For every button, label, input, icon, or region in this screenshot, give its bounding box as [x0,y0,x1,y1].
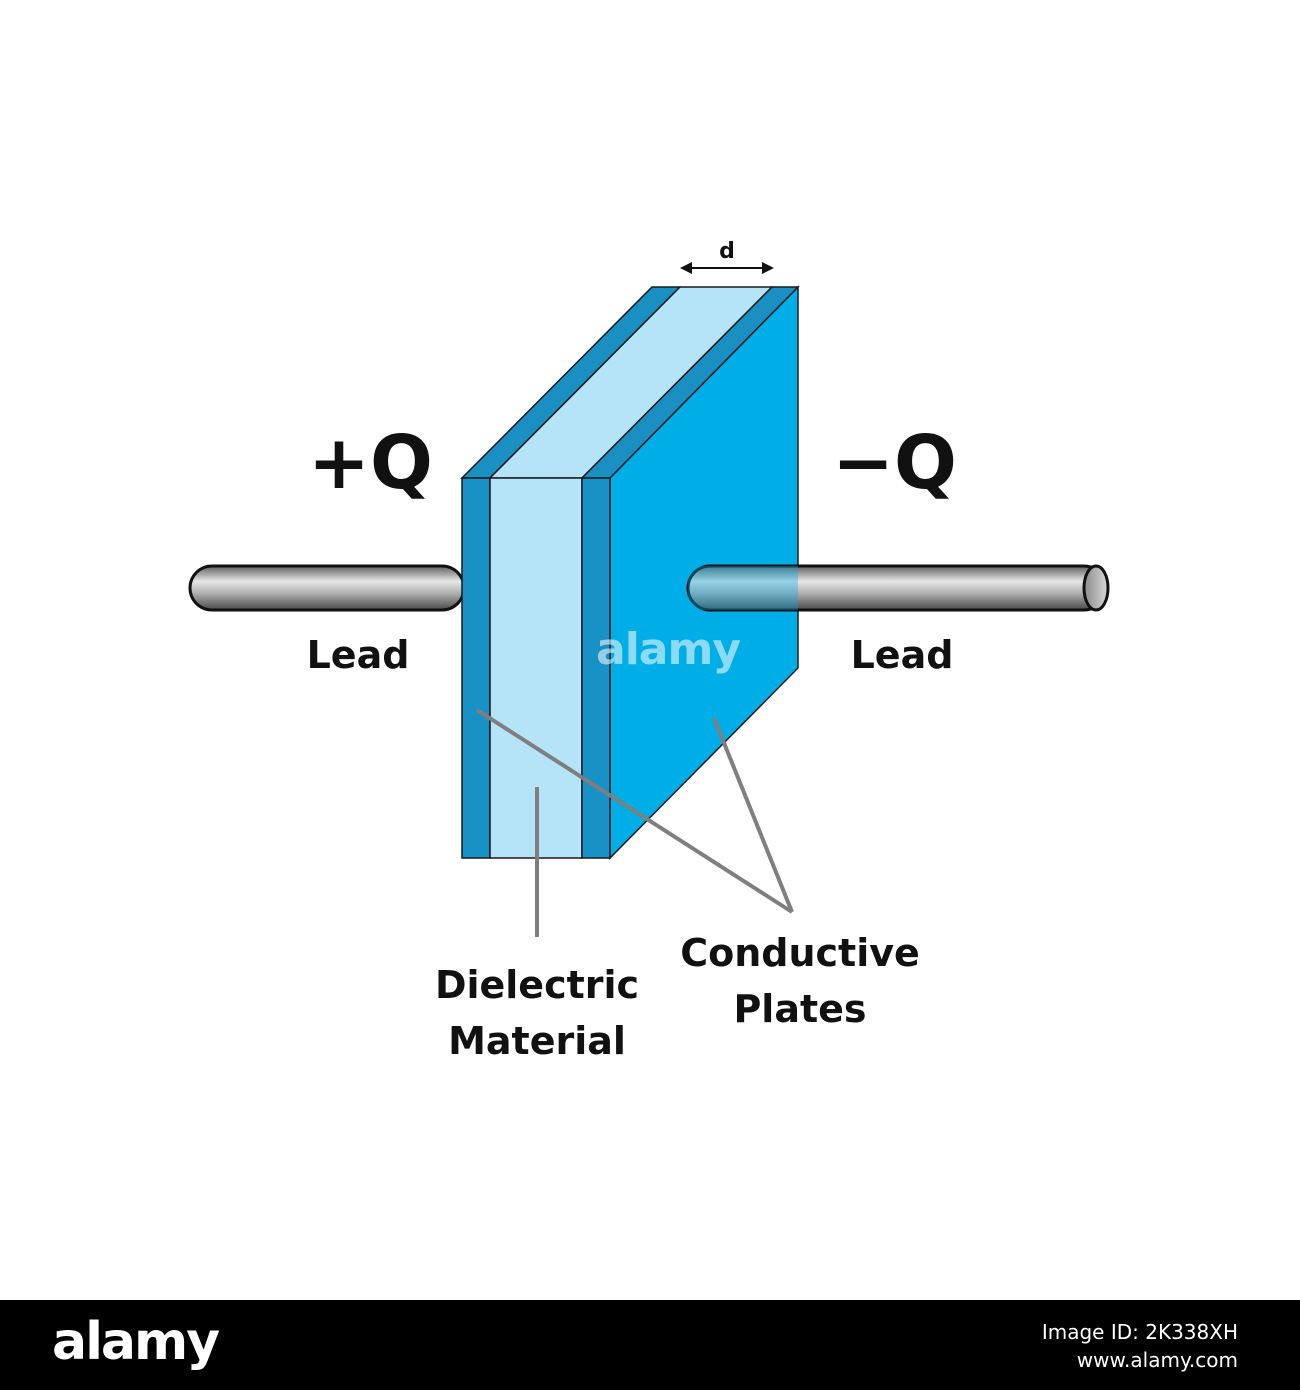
lead-wire-left [188,564,466,612]
dielectric-label-line1: Dielectric [435,963,639,1007]
positive-charge-label: +Q [308,420,433,506]
conductive-pointer-right [712,717,794,913]
conductive-label-line2: Plates [733,987,866,1031]
watermark: alamy [596,624,740,675]
lead-left-label: Lead [307,633,410,677]
conductive-pointer-left [475,708,794,914]
lead-right-label: Lead [851,633,954,677]
conductive-label-line1: Conductive [680,931,920,975]
conductive-plate-front-left [461,477,491,859]
negative-charge-label: −Q [832,420,957,506]
separation-arrow [680,262,774,274]
image-id: Image ID: 2K338XH [1041,1320,1238,1344]
dielectric-label-line2: Material [448,1019,626,1063]
capacitor-diagram: alamy +Q −Q Lead Lead d Dielectric Mater… [188,239,1110,1063]
capacitor-body [460,285,800,860]
pointer-lines [475,708,794,937]
footer-meta: Image ID: 2K338XH www.alamy.com [1042,1318,1238,1374]
footer-url: www.alamy.com [1076,1348,1238,1372]
separation-label: d [719,239,735,264]
footer-bar: alamy Image ID: 2K338XH www.alamy.com [0,1300,1300,1390]
alamy-logo: alamy [52,1312,220,1372]
lead-wire-right [686,564,1110,612]
